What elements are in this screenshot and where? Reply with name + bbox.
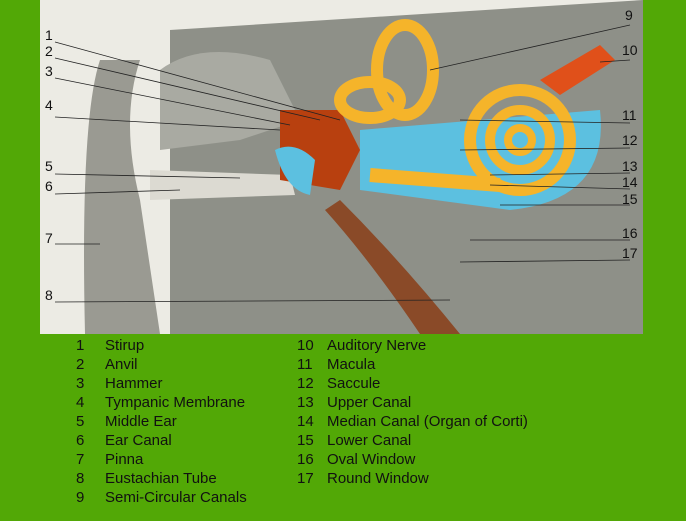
diagram-label-16: 16 (622, 225, 638, 241)
legend-label: Hammer (105, 375, 163, 392)
legend-label: Macula (327, 356, 376, 373)
legend-number: 5 (76, 413, 85, 430)
legend-number: 1 (76, 337, 85, 354)
legend-label: Anvil (105, 356, 138, 373)
tympanic-area (275, 146, 315, 195)
diagram-label-3: 3 (45, 63, 53, 79)
diagram-label-4: 4 (45, 97, 53, 113)
ear-anatomy-illustration: 1 2 3 4 5 6 7 8 9 10 11 12 13 14 15 16 1… (40, 0, 643, 334)
legend-label: Saccule (327, 375, 381, 392)
auditory-nerve-shape (540, 45, 615, 95)
diagram-label-14: 14 (622, 174, 638, 190)
diagram-label-11: 11 (622, 107, 637, 123)
legend-label: Tympanic Membrane (105, 394, 246, 411)
diagram-label-2: 2 (45, 43, 53, 59)
legend-number: 17 (297, 470, 314, 487)
semicircular-canals (371, 19, 439, 121)
legend-number: 6 (76, 432, 85, 449)
legend-number: 13 (297, 394, 314, 411)
legend-number: 15 (297, 432, 314, 449)
legend-number: 8 (76, 470, 85, 487)
legend-number: 10 (297, 337, 314, 354)
legend-label: Round Window (327, 470, 429, 487)
legend-number: 12 (297, 375, 314, 392)
legend-label: Auditory Nerve (327, 337, 427, 354)
legend-label: Lower Canal (327, 432, 412, 449)
ear-cross-section-drawing (40, 0, 643, 334)
diagram-label-9: 9 (625, 7, 633, 23)
diagram-label-8: 8 (45, 287, 53, 303)
diagram-label-1: 1 (45, 27, 53, 43)
legend-number: 11 (297, 356, 313, 373)
legend-number: 14 (297, 413, 314, 430)
diagram-label-10: 10 (622, 42, 638, 58)
diagram-label-7: 7 (45, 230, 53, 246)
cochlea-spiral (464, 84, 576, 196)
legend-number: 16 (297, 451, 314, 468)
legend-label: Eustachian Tube (105, 470, 217, 487)
ear-canal-shape (150, 170, 295, 200)
pinna-shape (84, 60, 160, 334)
legend-label: Median Canal (Organ of Corti) (327, 413, 528, 430)
legend-number: 7 (76, 451, 85, 468)
diagram-label-13: 13 (622, 158, 638, 174)
legend-label: Stirup (105, 337, 145, 354)
legend-label: Pinna (105, 451, 144, 468)
legend-number: 4 (76, 394, 85, 411)
legend-label: Semi-Circular Canals (105, 489, 247, 506)
diagram-label-15: 15 (622, 191, 638, 207)
diagram-label-5: 5 (45, 158, 53, 174)
legend-number: 3 (76, 375, 85, 392)
diagram-label-12: 12 (622, 132, 638, 148)
legend-label: Middle Ear (105, 413, 177, 430)
diagram-label-6: 6 (45, 178, 53, 194)
legend-label: Upper Canal (327, 394, 412, 411)
legend-number: 9 (76, 489, 85, 506)
legend-label: Oval Window (327, 451, 416, 468)
diagram-label-17: 17 (622, 245, 638, 261)
legend-number: 2 (76, 356, 85, 373)
legend-label: Ear Canal (105, 432, 172, 449)
